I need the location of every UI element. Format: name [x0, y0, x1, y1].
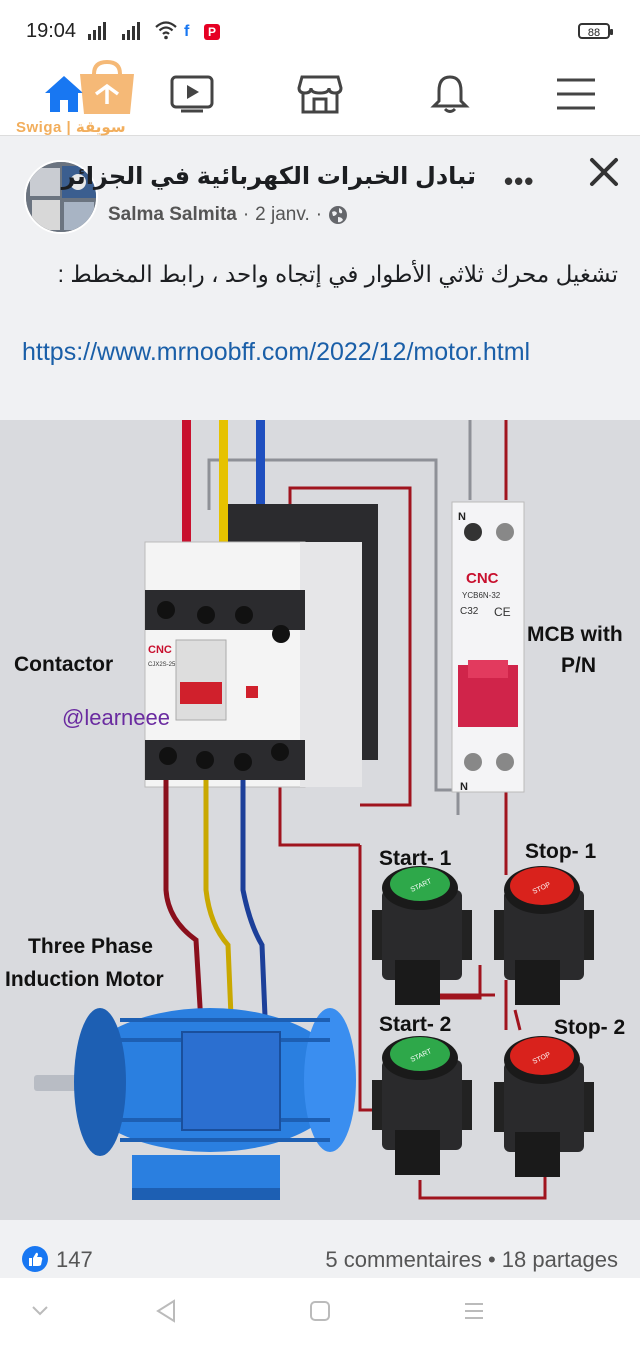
mcb-brand: CNC [466, 570, 499, 587]
post-text: تشغيل محرك ثلاثي الأطوار في إتجاه واحد ،… [57, 261, 618, 287]
meta-separator-2: · [315, 204, 323, 225]
recents-lines-icon [465, 1303, 483, 1319]
label-stop-1: Stop- 1 [525, 840, 596, 863]
contactor-model: CJX2S-25 [148, 662, 176, 668]
bell-icon [430, 75, 470, 113]
group-avatar[interactable] [24, 160, 98, 234]
video-icon [170, 75, 214, 113]
comments-shares-count[interactable]: 5 commentaires • 18 partages [325, 1247, 618, 1272]
like-count[interactable]: 147 [56, 1247, 93, 1272]
system-navigation-bar [0, 1278, 640, 1351]
label-start-2: Start- 2 [379, 1013, 451, 1036]
contactor-brand: CNC [148, 644, 172, 656]
signal-2-icon [122, 20, 140, 40]
like-reaction-icon[interactable] [22, 1246, 48, 1272]
group-avatar-image [26, 162, 96, 232]
mcb-model: YCB6N-32 [462, 591, 501, 600]
label-motor-line2: Induction Motor [5, 968, 164, 991]
label-stop-2: Stop- 2 [554, 1016, 625, 1039]
pinterest-notification-icon: P [204, 24, 220, 40]
stop-1-button: STOP [494, 866, 594, 1005]
sys-recents-button[interactable] [454, 1296, 494, 1326]
facebook-nav-bar: Swiga | سويقة [0, 60, 640, 136]
post-date[interactable]: 2 janv. [255, 204, 310, 225]
nav-notifications[interactable] [420, 68, 480, 120]
back-triangle-icon [156, 1299, 175, 1323]
watermark-text: Swiga | سويقة [16, 119, 126, 136]
battery-icon: 88 [578, 23, 613, 39]
contactor: CNC CJX2S-25 [144, 504, 378, 788]
wifi-icon [155, 21, 177, 40]
nav-menu[interactable] [546, 68, 606, 120]
home-square-icon [310, 1301, 330, 1321]
sys-home-button[interactable] [300, 1296, 340, 1326]
more-options-icon[interactable]: ••• [504, 166, 535, 196]
watermark-bag-icon [80, 60, 134, 114]
status-time: 19:04 [26, 20, 77, 42]
reactions-bar [0, 1220, 640, 1278]
mcb-n-bottom: N [460, 781, 468, 793]
status-icons: f P [88, 20, 220, 40]
label-instagram-watermark: @learneee [62, 705, 170, 730]
signal-icon [88, 20, 106, 40]
facebook-notification-icon: f [184, 23, 190, 40]
post-author[interactable]: Salma Salmita [108, 204, 237, 225]
post-meta: Salma Salmita · 2 janv. · [108, 204, 348, 226]
three-phase-motor [34, 1008, 356, 1200]
sys-back-button[interactable] [146, 1296, 186, 1326]
globe-icon [329, 206, 348, 224]
post-link[interactable]: https://www.mrnoobff.com/2022/12/motor.h… [22, 338, 531, 366]
start-1-button: START [372, 866, 472, 1005]
nav-home[interactable] [34, 68, 94, 120]
label-start-1: Start- 1 [379, 847, 452, 870]
mcb-breaker: CNC YCB6N-32 C32 CE N N [451, 501, 525, 793]
watermark-logo: Swiga | سويقة [16, 60, 150, 136]
home-icon [45, 76, 83, 112]
nav-marketplace[interactable] [290, 68, 350, 120]
start-2-button: START [372, 1036, 472, 1175]
marketplace-icon [297, 75, 343, 114]
mcb-ce-mark: CE [494, 605, 511, 619]
mcb-rating: C32 [460, 606, 479, 617]
label-mcb-line2: P/N [561, 654, 596, 677]
label-motor-line1: Three Phase [28, 935, 153, 958]
stop-2-button: STOP [494, 1036, 594, 1177]
close-icon[interactable] [586, 154, 622, 190]
group-name[interactable]: تبادل الخبرات الكهربائية في الجزائر [61, 163, 476, 190]
nav-watch[interactable] [162, 68, 222, 120]
status-bar: 19:04 f P 88 [0, 0, 640, 60]
sys-collapse-button[interactable] [20, 1296, 60, 1326]
post-card: تبادل الخبرات الكهربائية في الجزائر ••• … [0, 136, 640, 420]
post-image-wiring-diagram[interactable]: CNC CJX2S-25 CNC YCB6N-32 C32 CE N N STA… [0, 420, 640, 1220]
meta-separator: · [242, 204, 250, 225]
label-mcb-line1: MCB with [527, 623, 623, 646]
hamburger-menu-icon [557, 78, 595, 110]
label-contactor: Contactor [14, 653, 113, 676]
chevron-down-icon [32, 1306, 48, 1316]
mcb-n-top: N [458, 511, 466, 523]
